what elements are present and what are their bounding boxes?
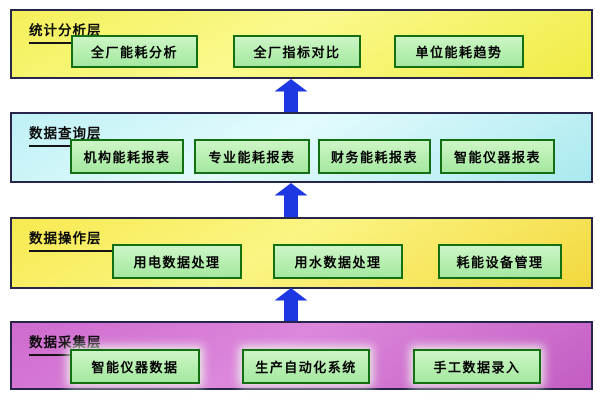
box-production-automation: 生产自动化系统 xyxy=(242,349,370,384)
box-smart-instrument-report: 智能仪器报表 xyxy=(440,139,555,174)
box-specialty-energy-report: 专业能耗报表 xyxy=(194,139,310,174)
layer-statistical-analysis: 统计分析层 全厂能耗分析 全厂指标对比 单位能耗趋势 xyxy=(10,9,593,79)
box-smart-instrument-data: 智能仪器数据 xyxy=(70,349,200,384)
box-unit-energy-trend: 单位能耗趋势 xyxy=(394,35,524,68)
box-energy-equipment-mgmt: 耗能设备管理 xyxy=(438,244,562,279)
box-water-data-processing: 用水数据处理 xyxy=(273,244,403,279)
layer-data-operation: 数据操作层 用电数据处理 用水数据处理 耗能设备管理 xyxy=(10,217,593,289)
up-arrow-icon xyxy=(274,288,308,322)
box-plant-indicator-compare: 全厂指标对比 xyxy=(233,35,361,68)
box-electricity-data-processing: 用电数据处理 xyxy=(112,244,242,279)
layer-data-operation-title: 数据操作层 xyxy=(29,227,132,252)
box-plant-energy-analysis: 全厂能耗分析 xyxy=(71,35,198,68)
box-manual-data-entry: 手工数据录入 xyxy=(413,349,541,384)
box-org-energy-report: 机构能耗报表 xyxy=(70,139,184,174)
layer-data-collection: 数据采集层 智能仪器数据 生产自动化系统 手工数据录入 xyxy=(10,321,593,390)
up-arrow-icon xyxy=(274,183,308,217)
up-arrow-icon xyxy=(274,79,308,112)
layer-data-query: 数据查询层 机构能耗报表 专业能耗报表 财务能耗报表 智能仪器报表 xyxy=(10,112,593,183)
box-finance-energy-report: 财务能耗报表 xyxy=(318,139,431,174)
